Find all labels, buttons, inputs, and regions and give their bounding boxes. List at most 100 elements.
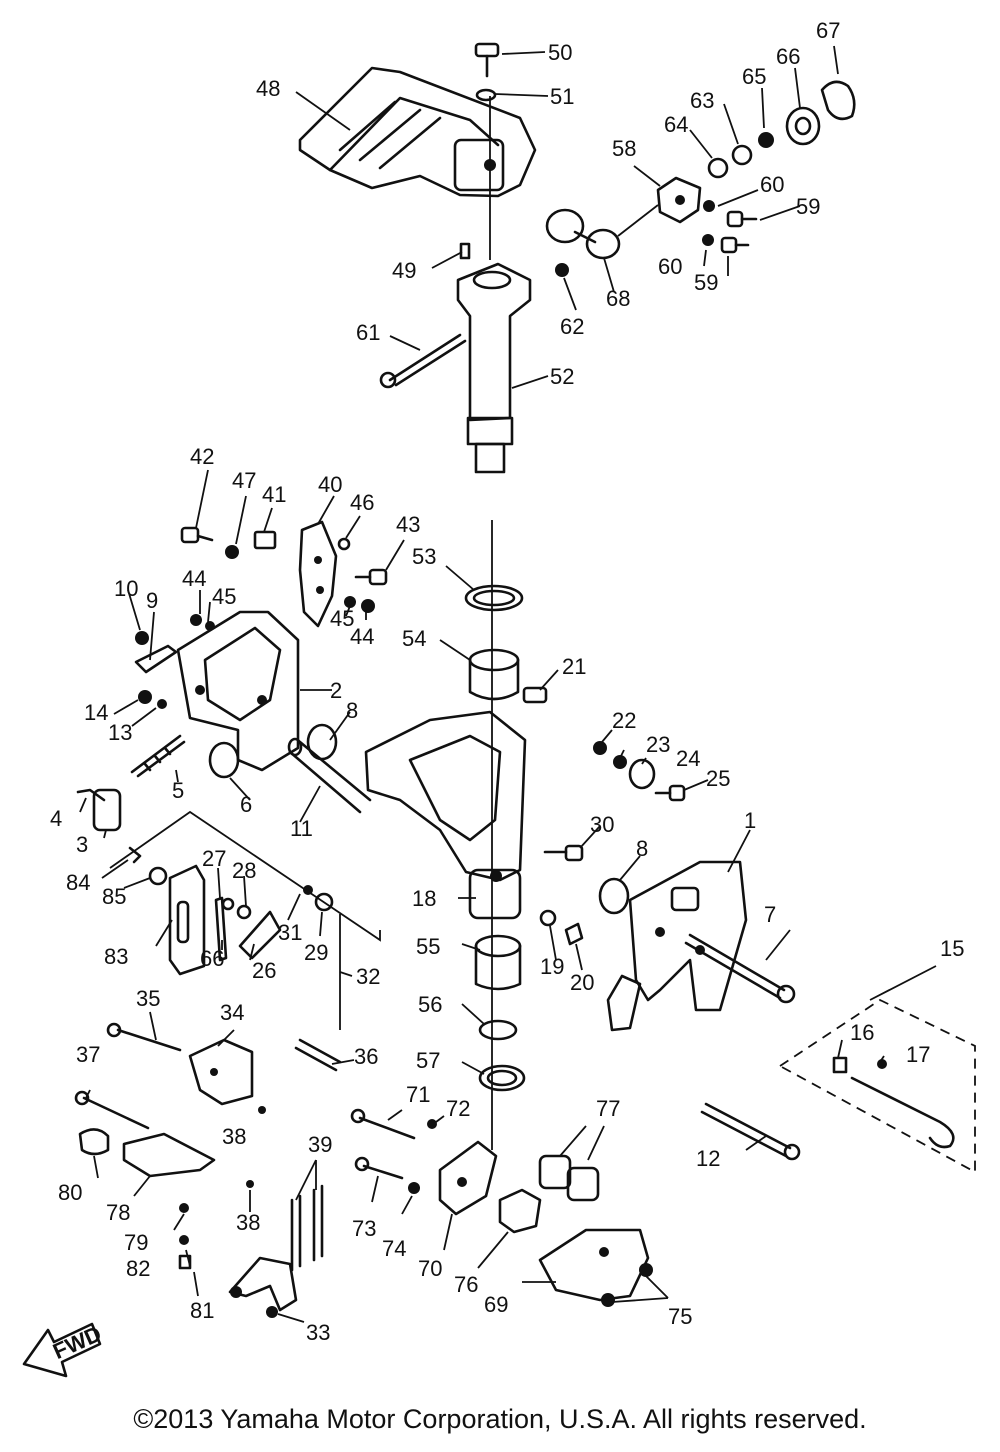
callout: 59	[694, 270, 718, 295]
part-59-screw-lower	[720, 236, 750, 254]
part-76-block	[498, 1188, 542, 1234]
part-63-washer	[731, 144, 753, 166]
callout: 4	[50, 806, 62, 831]
callout: 63	[690, 88, 714, 113]
callout: 30	[590, 812, 614, 837]
callout: 23	[646, 732, 670, 757]
callout: 77	[596, 1096, 620, 1121]
part-67-cap	[820, 80, 856, 121]
part-10-nut	[135, 631, 149, 645]
part-12-bolt	[700, 1102, 801, 1161]
callout: 78	[106, 1200, 130, 1225]
part-3-plate	[92, 788, 122, 832]
part-30-bolt	[543, 844, 584, 862]
part-28-washer	[236, 904, 252, 920]
callout: 85	[102, 884, 126, 909]
part-85-washer	[148, 866, 168, 886]
callout: 26	[252, 958, 276, 983]
part-72-washer	[427, 1119, 437, 1129]
part-61-bolt	[379, 333, 467, 389]
part-5-spring	[130, 734, 186, 778]
part-83-lock-plate	[168, 864, 206, 976]
copyright-notice: ©2013 Yamaha Motor Corporation, U.S.A. A…	[133, 1404, 867, 1434]
callout: 6	[240, 792, 252, 817]
part-57-seal	[478, 1064, 526, 1092]
part-26-lever	[238, 910, 282, 960]
part-44-nut-left	[190, 614, 202, 626]
part-70-bracket	[438, 1140, 498, 1216]
part-81-pin	[178, 1254, 192, 1270]
callout: 50	[548, 40, 572, 65]
callout: 69	[484, 1292, 508, 1317]
callout: 40	[318, 472, 342, 497]
part-53-seal	[464, 584, 524, 612]
callout: 7	[764, 902, 776, 927]
callout: 48	[256, 76, 280, 101]
part-14-nut	[138, 690, 152, 704]
part-60-washer-lower	[702, 234, 714, 246]
callout: 60	[658, 254, 682, 279]
part-13-washer	[157, 699, 167, 709]
callout: 73	[352, 1216, 376, 1241]
part-62-nut	[555, 263, 569, 277]
part-59-screw	[726, 210, 758, 228]
part-74-nut	[408, 1182, 420, 1194]
callout: 59	[796, 194, 820, 219]
callout-numbers: 50 51 48 67 66 65 63 64 58 60 59 60 59 4…	[50, 18, 964, 1345]
part-6-bushing	[208, 741, 240, 779]
callout: 19	[540, 954, 564, 979]
part-78-lever	[122, 1132, 216, 1178]
callout: 55	[416, 934, 440, 959]
callout: 39	[308, 1132, 332, 1157]
part-21-block	[522, 686, 548, 704]
callout: 66	[200, 946, 224, 971]
part-45-washer	[344, 596, 356, 608]
callout: 61	[356, 320, 380, 345]
callout: 37	[76, 1042, 100, 1067]
callout: 54	[402, 626, 426, 651]
callout: 45	[330, 606, 354, 631]
part-4-pin	[76, 788, 106, 802]
callout: 3	[76, 832, 88, 857]
callout: 14	[84, 700, 108, 725]
part-43-bolt	[354, 568, 388, 586]
callout: 33	[306, 1320, 330, 1345]
part-39-springs	[290, 1184, 324, 1272]
part-46-washer	[337, 537, 351, 551]
callout: 21	[562, 654, 586, 679]
callout: 8	[636, 836, 648, 861]
callout: 75	[668, 1304, 692, 1329]
callout: 70	[418, 1256, 442, 1281]
part-65-nut	[758, 132, 774, 148]
callout: 64	[664, 112, 688, 137]
callout: 22	[612, 708, 636, 733]
part-1-clamp-bracket	[628, 860, 748, 1012]
part-66-pin-lower	[214, 896, 228, 962]
part-42-bolt	[180, 526, 214, 544]
callout: 31	[278, 920, 302, 945]
part-36-pin	[294, 1038, 342, 1072]
part-75-nuts	[601, 1263, 653, 1307]
callout: 68	[606, 286, 630, 311]
callout: 62	[560, 314, 584, 339]
part-49-pin	[459, 242, 471, 260]
part-29-clip	[314, 892, 334, 912]
part-79-washer	[179, 1203, 189, 1213]
callout: 12	[696, 1146, 720, 1171]
callout: 10	[114, 576, 138, 601]
callout: 36	[354, 1044, 378, 1069]
part-82-washer	[179, 1235, 189, 1245]
callout: 76	[454, 1272, 478, 1297]
callout: 66	[776, 44, 800, 69]
callout: 53	[412, 544, 436, 569]
part-58-lever	[656, 176, 702, 224]
fwd-arrow-icon: FWD	[22, 1321, 105, 1378]
part-52-steering-shaft	[456, 262, 532, 474]
callout: 82	[126, 1256, 150, 1281]
callout: 34	[220, 1000, 244, 1025]
callout: 32	[356, 964, 380, 989]
part-77-blocks	[538, 1154, 600, 1202]
part-64-washer	[707, 157, 729, 179]
part-40-bracket	[298, 520, 338, 628]
callout: 49	[392, 258, 416, 283]
